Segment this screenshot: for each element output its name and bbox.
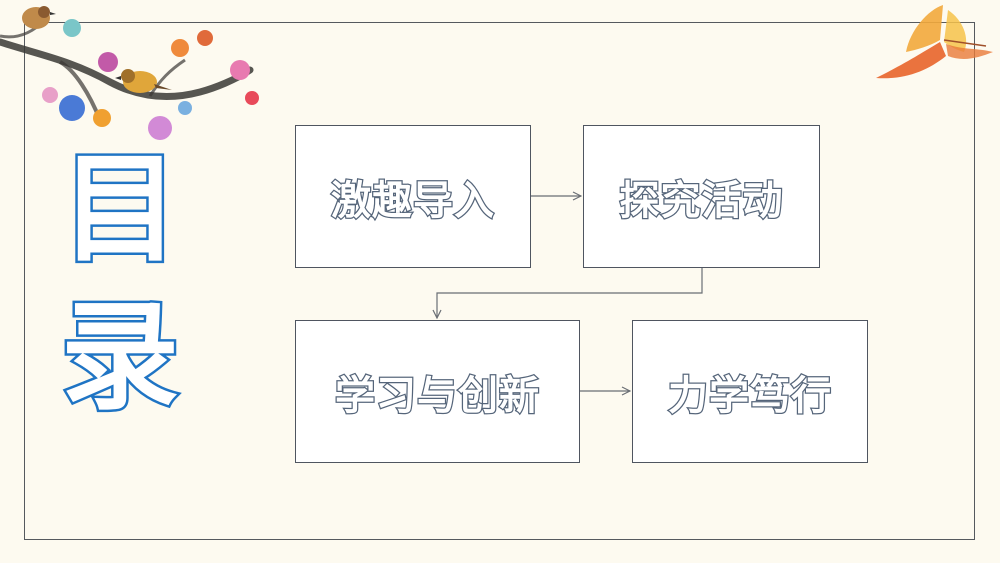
- step-box-2[interactable]: 探究活动: [583, 125, 820, 268]
- step-label: 学习与创新: [334, 371, 541, 420]
- step-box-1[interactable]: 激趣导入: [295, 125, 531, 268]
- blossom-branch-decoration: [0, 6, 259, 140]
- slide-frame: [24, 22, 975, 540]
- title-char-lu: 录: [58, 288, 181, 426]
- title-char-mu: 目: [58, 140, 181, 278]
- butterfly-icon: [876, 5, 993, 79]
- step-label: 探究活动: [618, 176, 784, 225]
- flower-icons: [42, 19, 259, 140]
- bird-icon: [115, 69, 172, 93]
- step-label: 激趣导入: [330, 176, 496, 225]
- step-box-3[interactable]: 学习与创新: [295, 320, 580, 463]
- bird-icon: [22, 6, 56, 29]
- step-label: 力学笃行: [667, 371, 833, 420]
- step-box-4[interactable]: 力学笃行: [632, 320, 868, 463]
